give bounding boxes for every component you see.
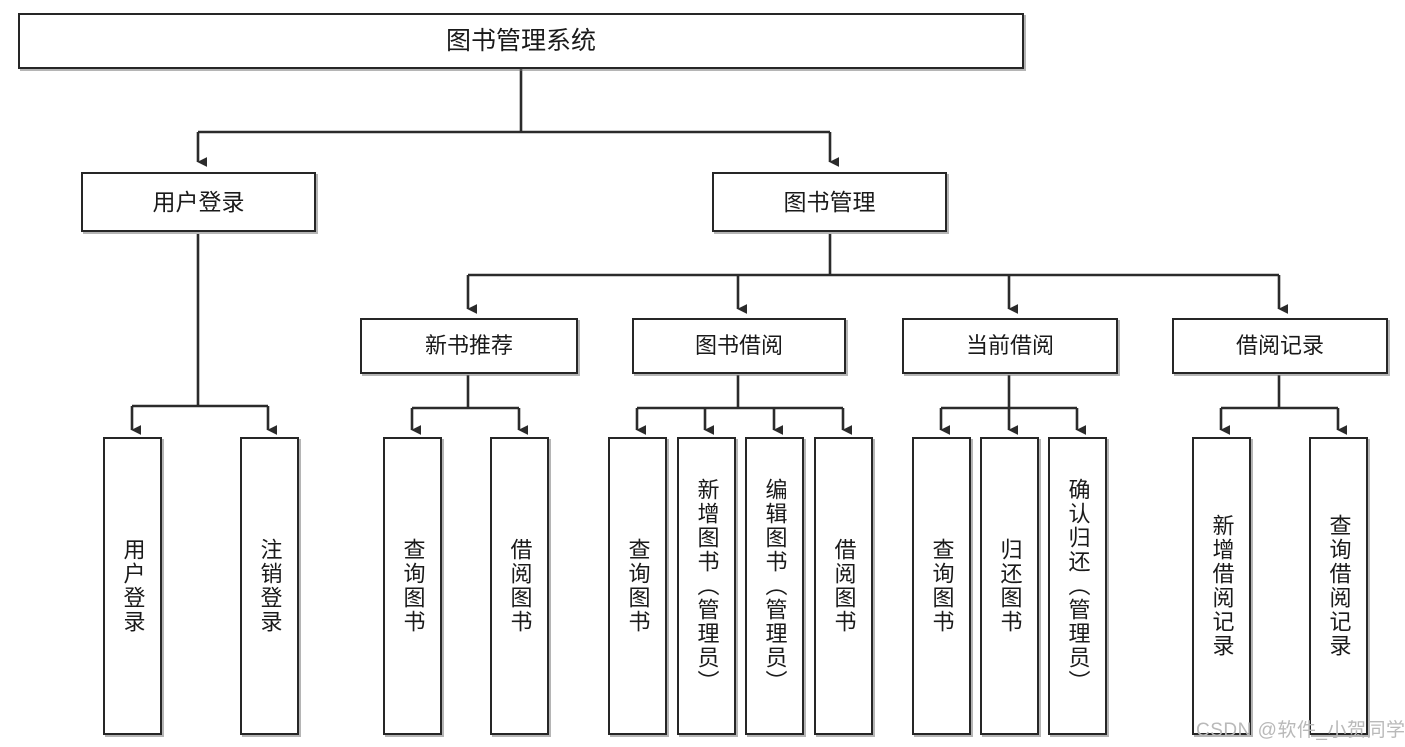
node-new-book-recommendation[interactable]: 新书推荐 xyxy=(360,318,578,374)
node-label: 图书借阅 xyxy=(694,333,783,359)
node-label: 借阅图书 xyxy=(507,538,533,634)
leaf-return-books[interactable]: 归还图书 xyxy=(980,437,1039,735)
node-label: 用户登录 xyxy=(152,188,245,215)
node-label: 归还图书 xyxy=(997,538,1023,634)
edges-new-book-to-leaves xyxy=(410,375,529,435)
node-label: 图书管理系统 xyxy=(445,26,596,55)
edges-user-login-to-leaves xyxy=(130,234,278,435)
node-label: 当前借阅 xyxy=(965,333,1054,359)
node-label: 查询图书 xyxy=(929,538,955,634)
node-label: 新书推荐 xyxy=(424,333,513,359)
leaf-query-borrow-record[interactable]: 查询借阅记录 xyxy=(1309,437,1368,735)
leaf-edit-book-admin[interactable]: 编辑图书（管理员） xyxy=(745,437,804,735)
leaf-borrow-books[interactable]: 借阅图书 xyxy=(814,437,873,735)
leaf-add-book-admin[interactable]: 新增图书（管理员） xyxy=(677,437,736,735)
node-root-book-management-system[interactable]: 图书管理系统 xyxy=(18,13,1024,69)
node-label: 图书管理 xyxy=(783,188,876,215)
node-label: 新增借阅记录 xyxy=(1209,514,1235,658)
node-label: 查询图书 xyxy=(625,538,651,634)
edges-current-to-leaves xyxy=(939,375,1087,435)
node-book-management[interactable]: 图书管理 xyxy=(712,172,947,232)
leaf-logout[interactable]: 注销登录 xyxy=(240,437,299,735)
node-label: 查询借阅记录 xyxy=(1326,514,1352,658)
node-label: 编辑图书（管理员） xyxy=(762,478,788,694)
node-borrow-records[interactable]: 借阅记录 xyxy=(1172,318,1388,374)
leaf-add-borrow-record[interactable]: 新增借阅记录 xyxy=(1192,437,1251,735)
edges-borrow-to-leaves xyxy=(635,375,853,435)
edges-book-mgmt-to-level2 xyxy=(466,234,1289,314)
leaf-confirm-return-admin[interactable]: 确认归还（管理员） xyxy=(1048,437,1107,735)
leaf-query-books-borrowing[interactable]: 查询图书 xyxy=(608,437,667,735)
leaf-user-login[interactable]: 用户登录 xyxy=(103,437,162,735)
leaf-query-books-current[interactable]: 查询图书 xyxy=(912,437,971,735)
node-book-borrowing[interactable]: 图书借阅 xyxy=(632,318,846,374)
node-label: 注销登录 xyxy=(257,538,283,634)
leaf-borrow-books-new-recommendation[interactable]: 借阅图书 xyxy=(490,437,549,735)
node-label: 用户登录 xyxy=(120,538,146,634)
edges-records-to-leaves xyxy=(1219,375,1348,435)
node-user-login[interactable]: 用户登录 xyxy=(81,172,316,232)
node-label: 借阅图书 xyxy=(831,538,857,634)
edges-root-to-level1 xyxy=(196,69,840,167)
node-label: 确认归还（管理员） xyxy=(1065,478,1091,694)
node-label: 新增图书（管理员） xyxy=(694,478,720,694)
leaf-query-books-new-recommendation[interactable]: 查询图书 xyxy=(383,437,442,735)
node-label: 借阅记录 xyxy=(1235,333,1324,359)
node-label: 查询图书 xyxy=(400,538,426,634)
node-current-borrowing[interactable]: 当前借阅 xyxy=(902,318,1118,374)
